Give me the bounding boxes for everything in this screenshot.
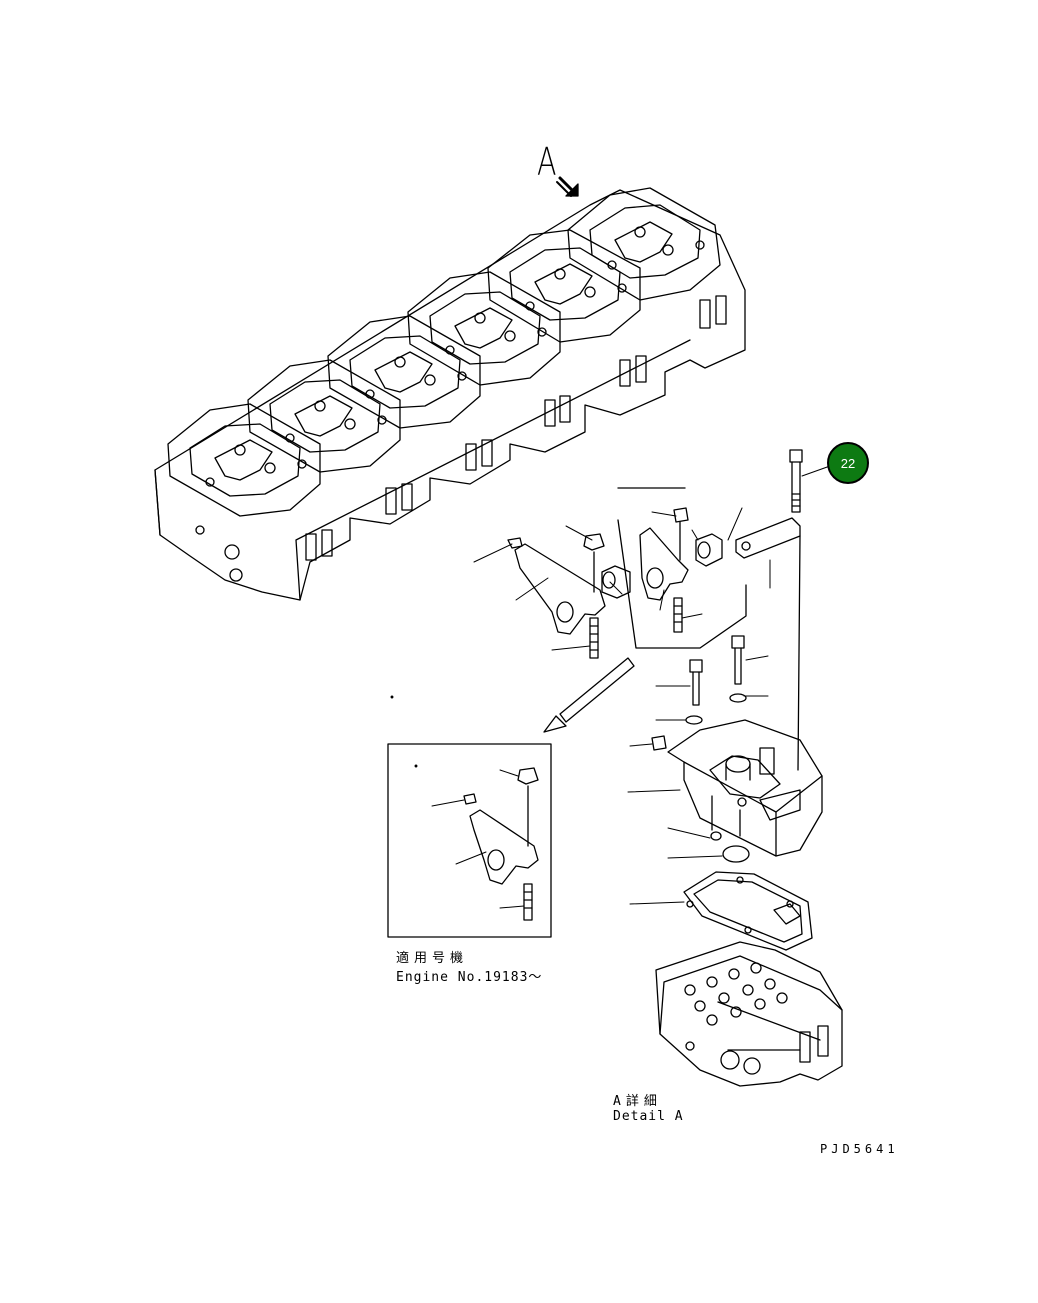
inset-pointer-arrow bbox=[543, 657, 635, 733]
rocker-arm-group bbox=[507, 449, 803, 771]
rocker-housing bbox=[667, 719, 823, 863]
drawing-number: PJD5641 bbox=[820, 1142, 899, 1156]
view-label: A bbox=[537, 140, 557, 184]
cylinder-head-cover-4 bbox=[327, 315, 481, 429]
inset-caption-jp: 適用号機 bbox=[396, 951, 469, 966]
port-windows bbox=[195, 295, 727, 582]
cylinder-head-cover-5 bbox=[247, 359, 401, 473]
cylinder-head bbox=[655, 941, 843, 1087]
callout-badge[interactable]: 22 bbox=[827, 442, 869, 484]
view-arrow bbox=[556, 176, 579, 197]
inset-box bbox=[387, 743, 552, 938]
detail-caption-jp: A詳細 bbox=[613, 1094, 662, 1109]
cylinder-head-assembly bbox=[154, 187, 746, 601]
leader-lines bbox=[431, 465, 831, 909]
detail-caption-en: Detail A bbox=[613, 1109, 684, 1124]
inset-caption-en: Engine No.19183～ bbox=[396, 970, 543, 985]
cylinder-head-cover-6 bbox=[167, 403, 321, 517]
cylinder-head-cover-3 bbox=[407, 271, 561, 386]
cylinder-head-cover-2 bbox=[487, 229, 641, 343]
gasket bbox=[683, 871, 813, 951]
